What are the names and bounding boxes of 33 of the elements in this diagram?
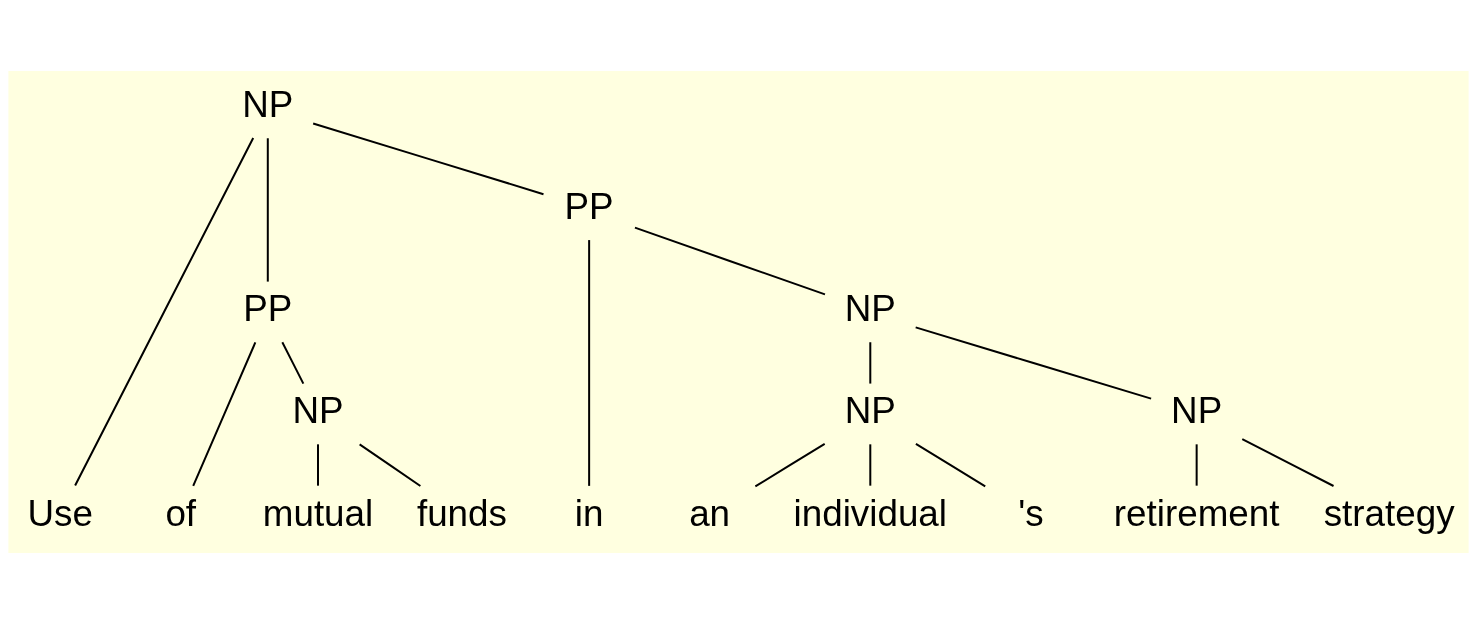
node-text: PP [564, 185, 614, 227]
connector [1195, 443, 1198, 486]
node-text: NP [844, 389, 896, 431]
connector [317, 443, 319, 486]
node-text: funds [416, 492, 507, 534]
connector [74, 137, 255, 486]
node-text: individual [793, 492, 948, 534]
node-text: of [165, 492, 197, 534]
node-text: NP [292, 389, 344, 431]
connector [281, 341, 305, 384]
node-text: NP [242, 83, 294, 125]
node-text: 's [1018, 492, 1044, 534]
node-text: PP [243, 287, 293, 329]
node-text: NP [1171, 389, 1223, 431]
connector [266, 137, 269, 282]
connector [359, 443, 421, 487]
node-text: strategy [1323, 492, 1455, 534]
connector [915, 325, 1152, 400]
node-text: in [574, 492, 604, 534]
connector [915, 442, 986, 487]
node-text: mutual [262, 492, 374, 534]
connector [634, 226, 826, 295]
connector [754, 442, 826, 487]
connector [192, 341, 257, 486]
connector [588, 239, 591, 486]
node-text: NP [844, 287, 896, 329]
connector [312, 121, 544, 195]
connector [869, 443, 872, 486]
connector [869, 341, 872, 384]
connector [1241, 437, 1334, 487]
node-text: retirement [1113, 492, 1280, 534]
node-text: Use [27, 492, 93, 534]
node-text: an [689, 492, 731, 534]
